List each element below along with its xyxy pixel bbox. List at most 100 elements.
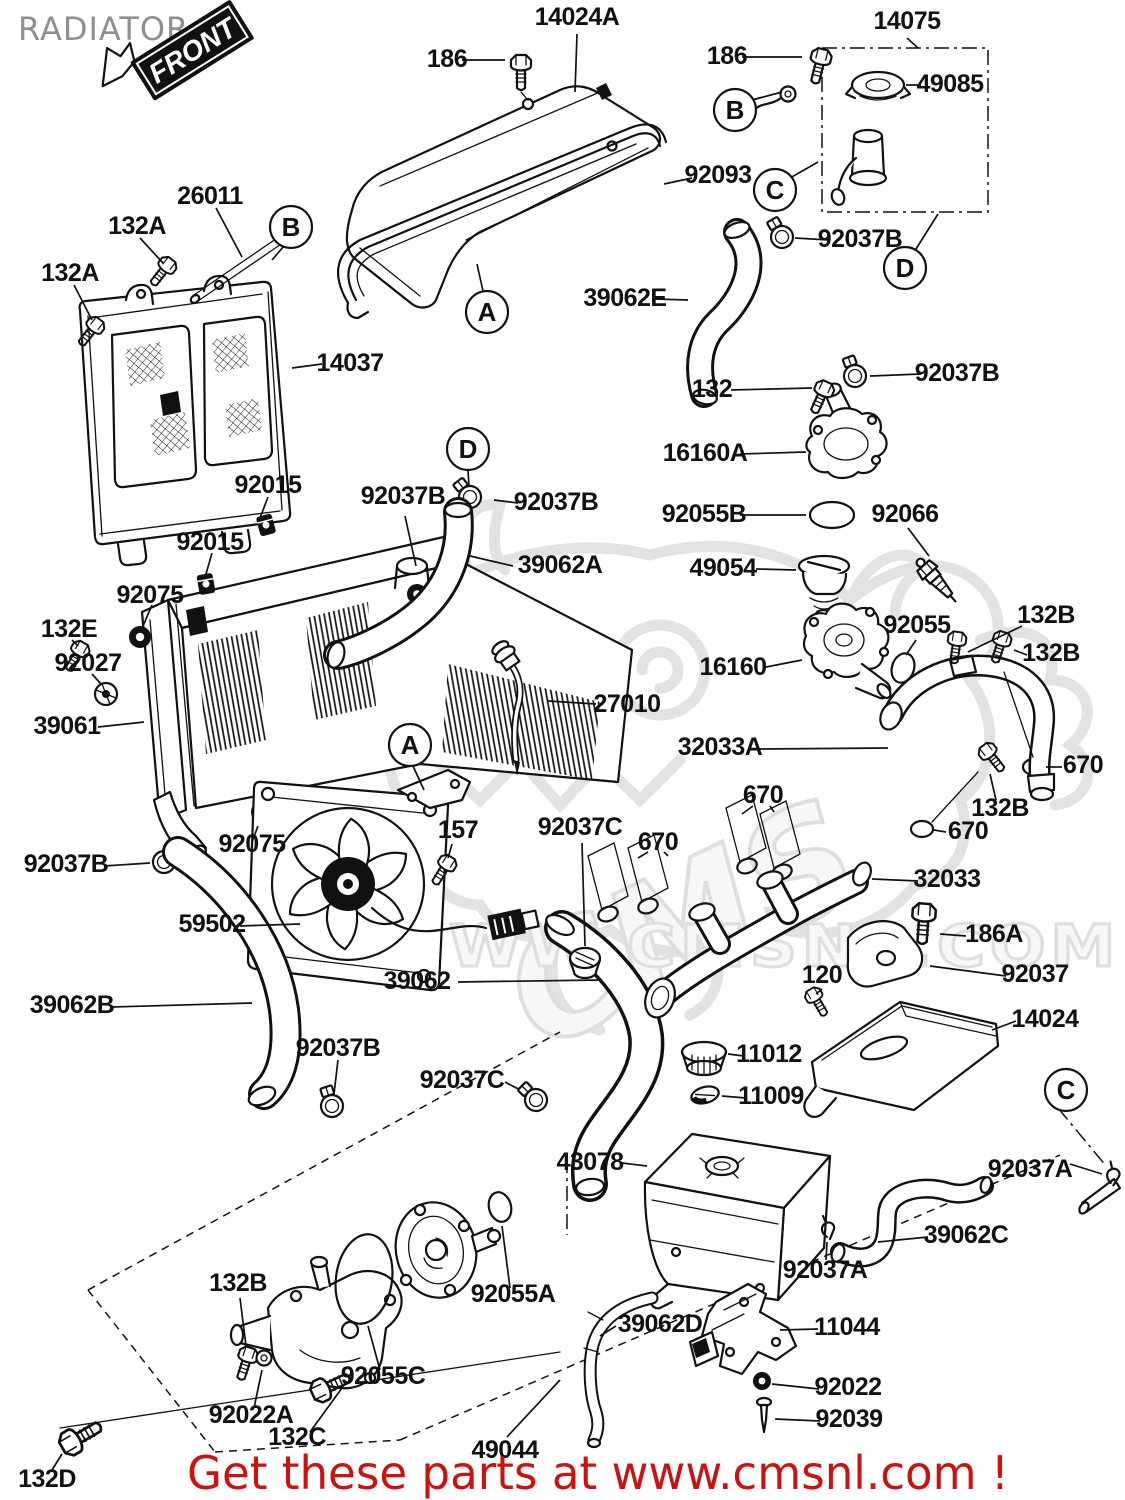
water-pump-cover [394,1201,502,1299]
gasket-92055C [334,1233,394,1325]
callout-92022: 92022 [814,1373,881,1401]
damper-92027 [93,681,119,707]
banjo-fitting [752,85,797,112]
callout-39062E: 39062E [583,284,666,312]
callout-132B-1: 132B [1017,601,1075,629]
callout-186-top: 186 [427,45,467,73]
ref-letter: C [1057,1075,1076,1105]
callout-32033: 32033 [913,865,980,893]
ref-letter: D [459,434,478,464]
ref-D-mid: D [445,426,491,472]
ref-A-left: A [464,289,510,335]
callout-132A-1: 132A [108,212,166,240]
front-arrow-icon [101,42,136,88]
callout-92055C: 92055C [341,1362,426,1390]
callout-92037C-bl: 92037C [420,1066,505,1094]
clamp-92037B-132 [837,352,871,390]
ref-C-bottom: C [1043,1067,1089,1113]
plug-11009 [690,1085,720,1105]
callout-39062C: 39062C [924,1221,1009,1249]
temp-sensor-92066 [915,557,957,603]
callout-132B-3: 132B [971,794,1029,822]
callout-670-c: 670 [1063,751,1103,779]
callout-92037B-b: 92037B [296,1034,381,1062]
bolt-132B-bl [230,1343,261,1384]
callout-132B-bl: 132B [209,1269,267,1297]
bolt-120 [801,984,834,1021]
clamp-92037C-bl [514,1076,551,1116]
radiator-39061 [140,534,634,864]
callout-92037B-lm: 92037B [361,482,446,510]
clamp-92037B-bottom [313,1081,349,1121]
callout-26011: 26011 [177,182,243,210]
callout-49054: 49054 [689,554,757,582]
ref-letter: A [401,730,420,760]
callout-670-a: 670 [743,781,783,809]
ref-letter: B [726,95,745,125]
clip-92015-2 [195,572,217,596]
pipe-32033A [879,654,1056,802]
bolt-ring-links [931,671,1034,823]
thermostat-49054 [797,554,851,620]
ref-letter: B [282,212,301,242]
callout-670-b: 670 [638,828,678,856]
callout-92037A-r: 92037A [988,1155,1073,1183]
callout-92037B-rm: 92037B [514,488,599,516]
callout-39062A: 39062A [518,551,603,579]
o-ring-92055A [487,1191,513,1223]
hose-39062D [583,1291,659,1449]
hose-39062A [323,497,474,670]
fitting-16160 [802,602,892,700]
callout-92037A-l: 92037A [783,1256,868,1284]
callout-92037C-m: 92037C [538,813,623,841]
grille-14037 [78,274,292,567]
callout-92037B-tr: 92037B [818,225,903,253]
pin-92039 [755,1396,773,1434]
hose-39062B [162,836,302,1110]
fitting-16160A [805,382,888,480]
callout-92075-2: 92075 [218,830,286,858]
callout-39062: 39062 [383,967,450,995]
fan-connector [487,908,540,941]
hose-39062E [686,218,763,408]
callout-39062B: 39062B [30,991,115,1019]
cap-11012 [680,1040,728,1077]
callout-132A-2: 132A [41,259,99,287]
callout-670-d: 670 [948,817,988,845]
callout-43078: 43078 [556,1148,624,1176]
callout-14037: 14037 [316,349,383,377]
filler-neck [830,128,888,206]
part-callouts: 14024A 186 14075 186 49085 92093 92037B … [18,3,1103,1493]
callout-92037B-132: 92037B [915,359,1000,387]
callout-92075-1: 92075 [116,581,184,609]
ref-letter: C [766,175,785,205]
callout-92037: 92037 [1001,960,1068,988]
ref-A-mid: A [387,722,433,768]
callout-14024: 14024 [1011,1005,1079,1033]
callout-186-right: 186 [707,42,747,70]
tube-segment [1078,1177,1122,1215]
callout-92037B-bl: 92037B [24,850,109,878]
callout-132D: 132D [18,1465,76,1493]
filler-neck-assembly-14075 [752,70,912,206]
water-pump-49044 [229,1255,403,1390]
callout-14075: 14075 [873,7,941,35]
callout-132: 132 [692,375,732,403]
ref-D-right: D [882,245,928,291]
callout-132B-2: 132B [1022,639,1080,667]
shroud-panel-14024A [345,83,662,309]
callout-14024A: 14024A [535,3,620,31]
callout-59502: 59502 [178,910,245,938]
leader-lines [51,33,1103,1471]
callout-92015-1: 92015 [234,471,302,499]
leader-C-bottom [1057,1107,1107,1167]
callout-11012: 11012 [736,1040,802,1068]
ref-C-right: C [752,167,798,213]
hose-39062 [544,910,665,1202]
callout-49044: 49044 [471,1436,539,1464]
callout-132E: 132E [41,615,97,643]
strap-92037 [846,920,924,988]
callout-92027: 92027 [54,649,121,677]
footer-promo-text: Get these parts at www.cmsnl.com ! [187,1446,1009,1500]
